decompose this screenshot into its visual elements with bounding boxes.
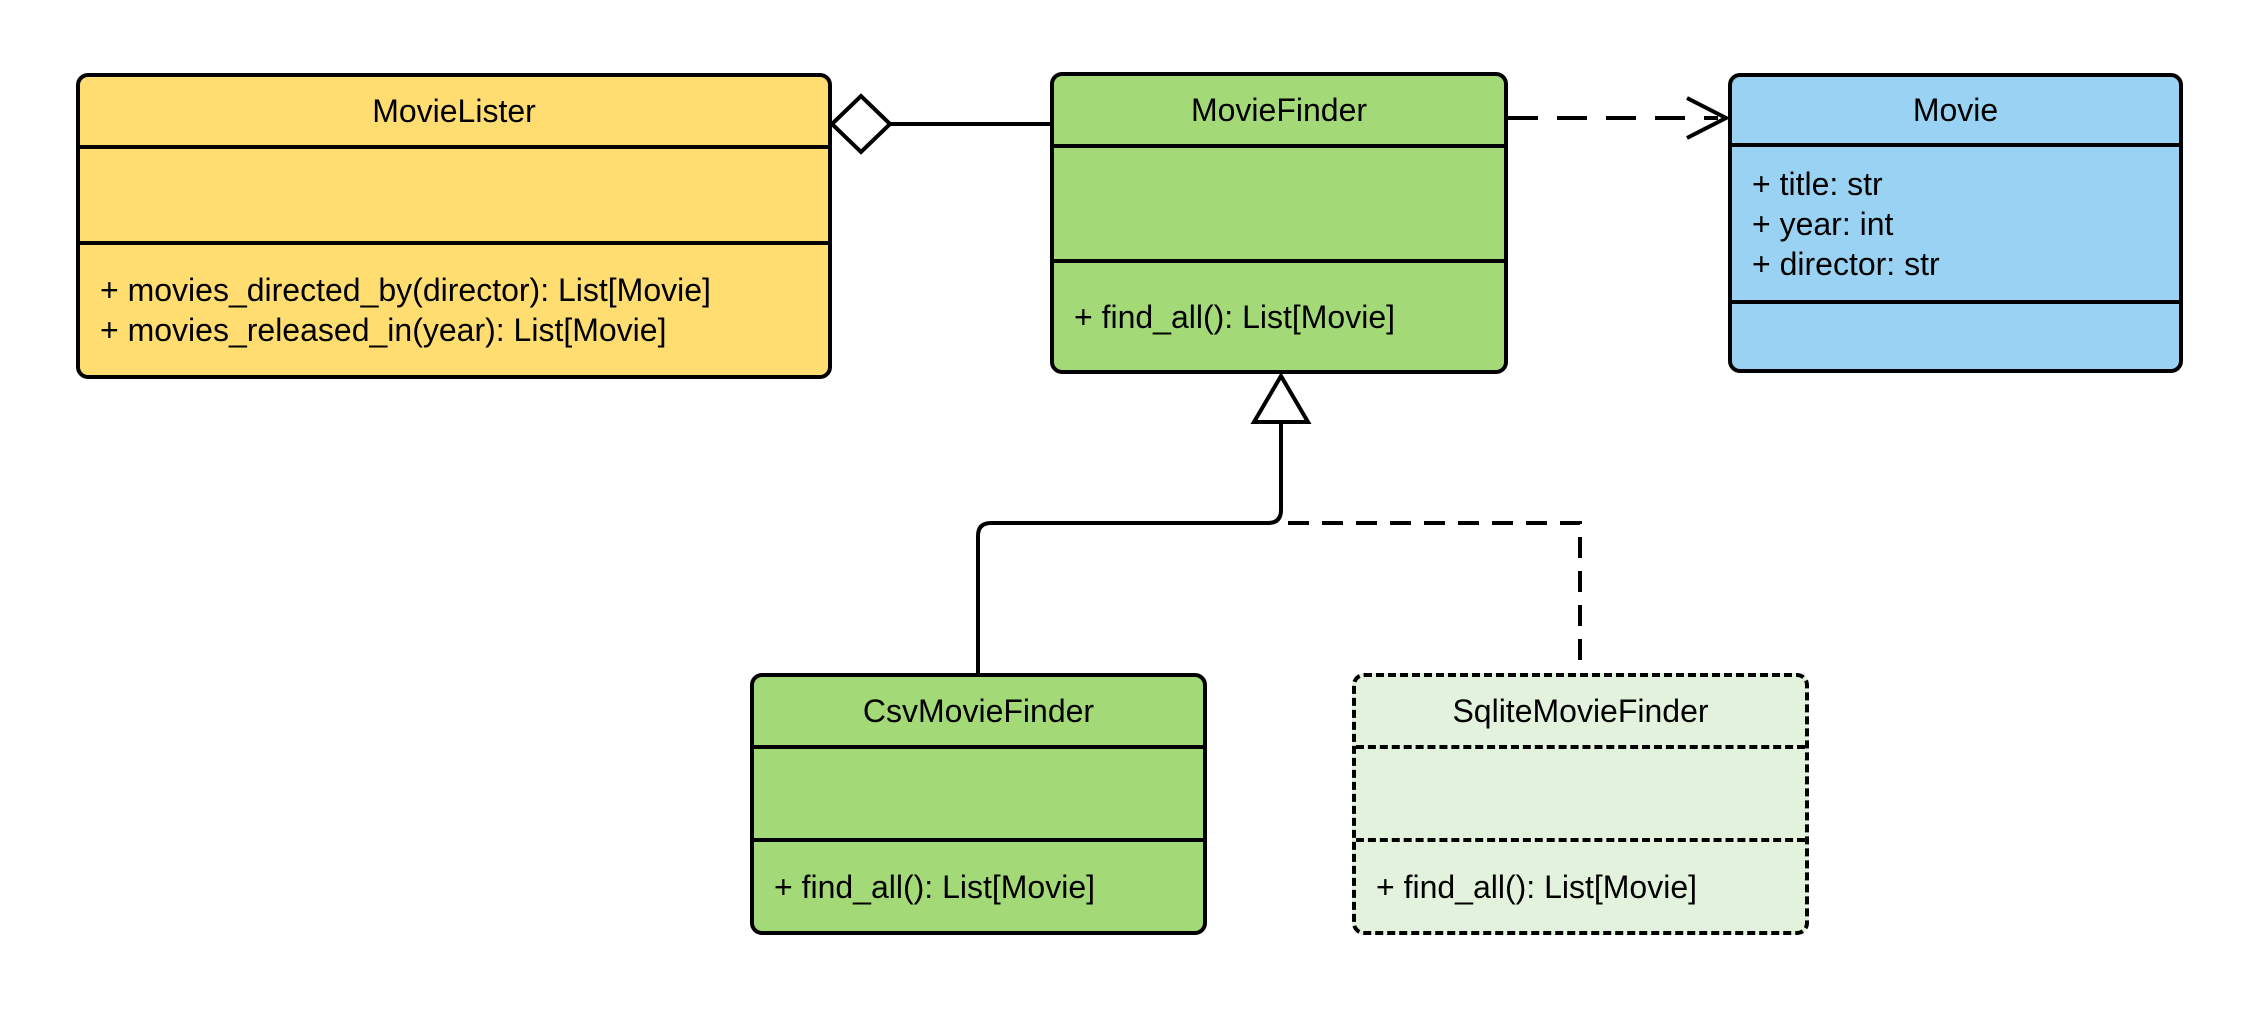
attributes-compartment xyxy=(754,749,1203,842)
aggregation-diamond-icon xyxy=(829,93,893,155)
class-name-label: MovieFinder xyxy=(1190,92,1368,128)
title-compartment: SqliteMovieFinder xyxy=(1356,677,1805,749)
class-name-label: CsvMovieFinder xyxy=(862,693,1095,729)
title-compartment: MovieFinder xyxy=(1054,76,1504,148)
class-sqlitemoviefinder: SqliteMovieFinder + find_all(): List[Mov… xyxy=(1352,673,1809,935)
inheritance-connector xyxy=(976,372,1582,673)
attributes-compartment xyxy=(80,149,828,245)
methods-compartment: + find_all(): List[Movie] xyxy=(1054,263,1504,370)
class-csvmoviefinder: CsvMovieFinder + find_all(): List[Movie] xyxy=(750,673,1207,935)
method-label: + find_all(): List[Movie] xyxy=(774,868,1096,905)
attribute-label: + director: str xyxy=(1752,245,1940,282)
attributes-compartment xyxy=(1356,749,1805,842)
method-label: + movies_released_in(year): List[Movie] xyxy=(100,312,667,348)
aggregation-connector xyxy=(829,93,1050,155)
attributes-compartment: + title: str + year: int + director: str xyxy=(1732,147,2179,304)
dependency-connector xyxy=(1508,96,1731,140)
dependency-arrowhead-icon xyxy=(1686,96,1731,140)
methods-compartment: + find_all(): List[Movie] xyxy=(1356,842,1805,931)
methods-compartment xyxy=(1732,304,2179,369)
methods-compartment: + find_all(): List[Movie] xyxy=(754,842,1203,931)
title-compartment: CsvMovieFinder xyxy=(754,677,1203,749)
inheritance-branch-sqlite-line xyxy=(1288,521,1582,673)
method-label: + find_all(): List[Movie] xyxy=(1074,298,1396,335)
inheritance-triangle-icon xyxy=(1250,372,1312,424)
class-name-label: MovieLister xyxy=(372,93,536,129)
attribute-label: + year: int xyxy=(1752,205,1894,242)
class-name-label: Movie xyxy=(1912,92,1999,128)
title-compartment: Movie xyxy=(1732,77,2179,147)
class-movielister: MovieLister + movies_directed_by(directo… xyxy=(76,73,832,379)
attribute-label: + title: str xyxy=(1752,165,1883,202)
class-movie: Movie + title: str + year: int + directo… xyxy=(1728,73,2183,373)
inheritance-branch-csv-line xyxy=(976,422,1283,673)
method-label: + movies_directed_by(director): List[Mov… xyxy=(100,272,711,308)
method-label: + find_all(): List[Movie] xyxy=(1376,868,1698,905)
attributes-compartment xyxy=(1054,148,1504,263)
class-name-label: SqliteMovieFinder xyxy=(1452,693,1709,729)
title-compartment: MovieLister xyxy=(80,77,828,149)
class-moviefinder: MovieFinder + find_all(): List[Movie] xyxy=(1050,72,1508,374)
methods-compartment: + movies_directed_by(director): List[Mov… xyxy=(80,245,828,375)
